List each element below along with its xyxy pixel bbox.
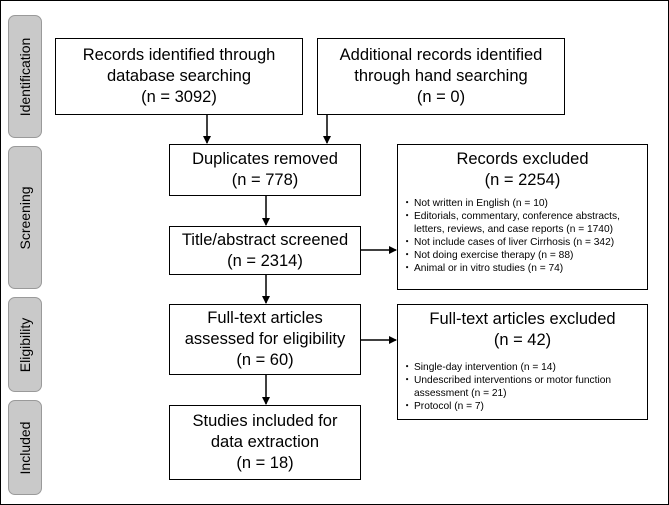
list-item: Animal or in vitro studies (n = 74) <box>402 262 641 275</box>
stage-eligibility: Eligibility <box>8 297 42 392</box>
box-count: (n = 60) <box>236 351 294 369</box>
box-line: Full-text articles <box>207 309 323 327</box>
excluded-title: Full-text articles excluded <box>429 310 616 328</box>
box-count: (n = 3092) <box>141 88 217 106</box>
stage-screening: Screening <box>8 146 42 289</box>
box-line: Duplicates removed <box>192 150 338 168</box>
fulltext-excluded-box: Full-text articles excluded (n = 42) Sin… <box>397 304 648 420</box>
box-count: (n = 778) <box>231 171 299 189</box>
excluded-count: (n = 2254) <box>484 171 561 189</box>
stage-included: Included <box>8 400 42 495</box>
box-count: (n = 2314) <box>227 251 303 270</box>
box-line: data extraction <box>210 433 320 451</box>
list-item: Editorials, commentary, conference abstr… <box>402 210 641 236</box>
stage-identification: Identification <box>8 15 42 138</box>
box-line: Additional records identified <box>339 46 543 64</box>
box-line: assessed for eligibility <box>184 330 346 348</box>
studies-included-box: Studies included for data extraction (n … <box>169 405 361 480</box>
list-item: Undescribed interventions or motor funct… <box>402 374 641 400</box>
excluded-reasons-list: Single-day intervention (n = 14) Undescr… <box>398 361 647 413</box>
box-line: Title/abstract screened <box>181 230 349 249</box>
box-line: Records identified through <box>82 46 276 64</box>
excluded-reasons-list: Not written in English (n = 10) Editoria… <box>398 197 647 275</box>
list-item: Not include cases of liver Cirrhosis (n … <box>402 236 641 249</box>
excluded-title: Records excluded <box>456 150 589 168</box>
box-count: (n = 0) <box>416 88 466 106</box>
title-abstract-screened-box: Title/abstract screened (n = 2314) <box>169 226 361 275</box>
duplicates-removed-box: Duplicates removed (n = 778) <box>169 144 361 196</box>
box-line: Studies included for <box>192 412 338 430</box>
list-item: Protocol (n = 7) <box>402 400 641 413</box>
records-excluded-box: Records excluded (n = 2254) Not written … <box>397 144 648 290</box>
database-records-box: Records identified through database sear… <box>55 38 303 115</box>
list-item: Not written in English (n = 10) <box>402 197 641 210</box>
excluded-count: (n = 42) <box>493 331 552 349</box>
box-count: (n = 18) <box>236 454 294 472</box>
hand-search-records-box: Additional records identified through ha… <box>317 38 565 115</box>
list-item: Single-day intervention (n = 14) <box>402 361 641 374</box>
list-item: Not doing exercise therapy (n = 88) <box>402 249 641 262</box>
box-line: through hand searching <box>354 67 528 85</box>
fulltext-assessed-box: Full-text articles assessed for eligibil… <box>169 304 361 375</box>
box-line: database searching <box>106 67 252 85</box>
